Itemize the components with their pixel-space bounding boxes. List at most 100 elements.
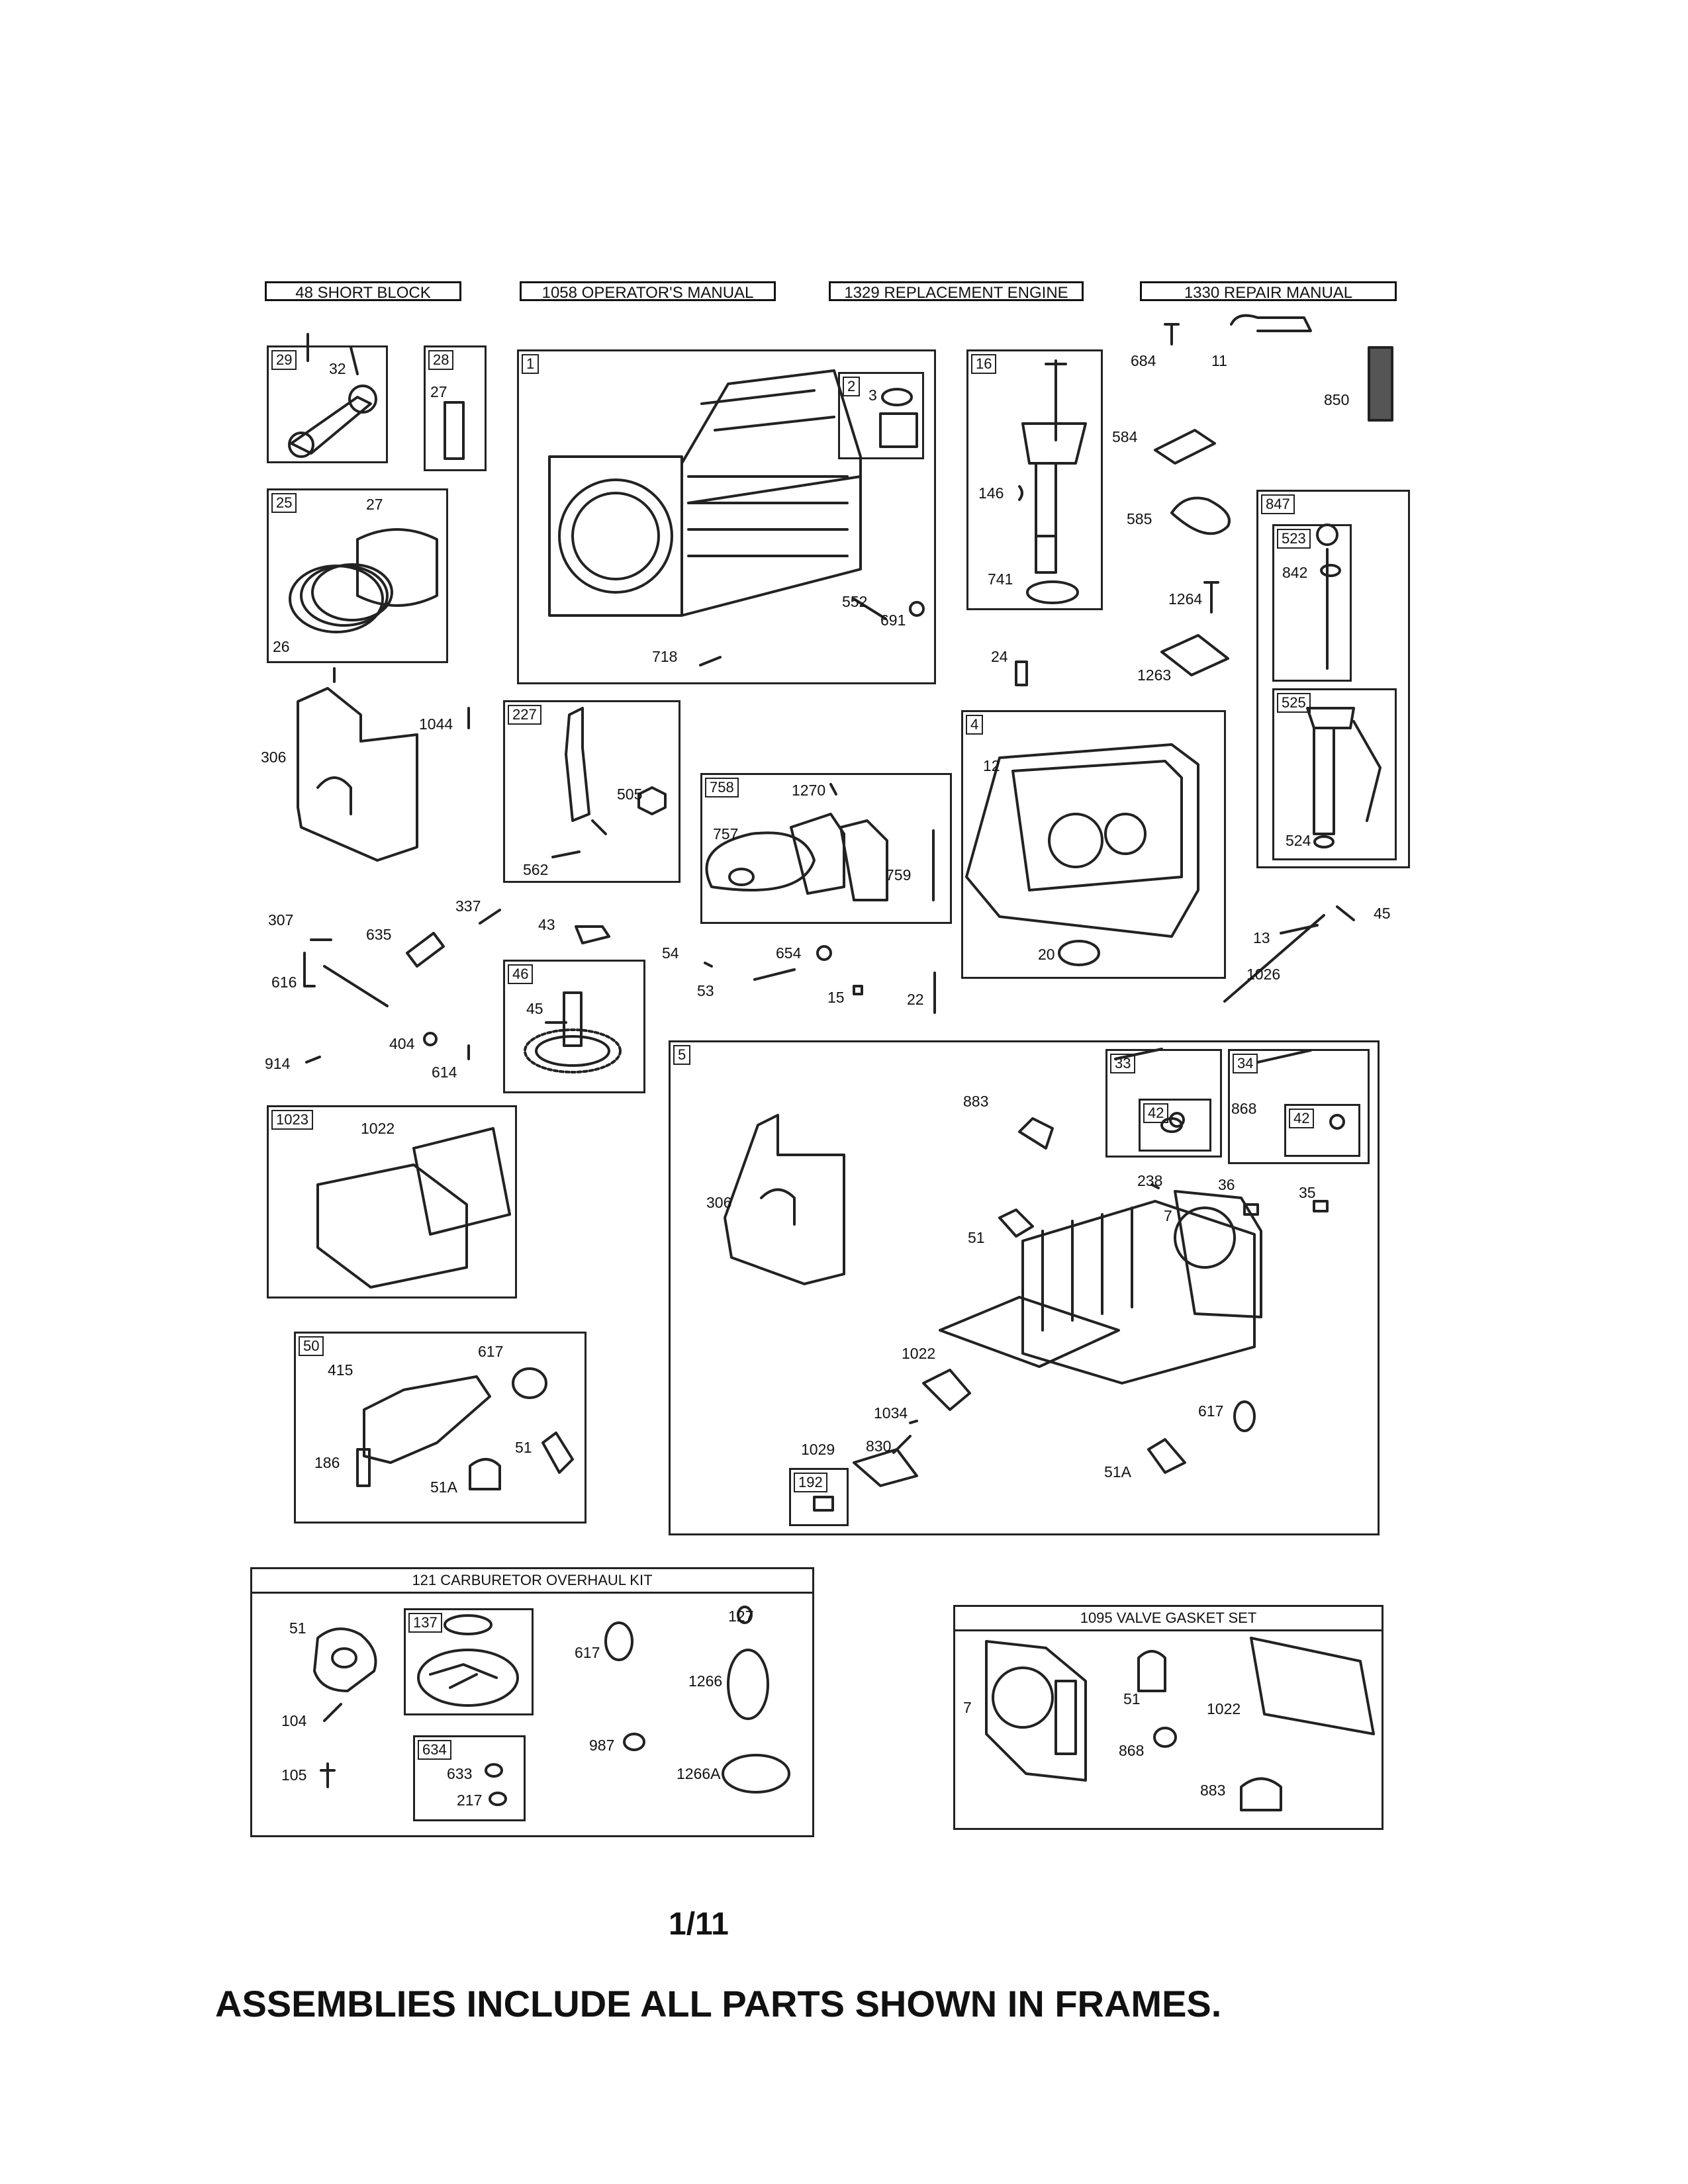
callout: 26 <box>273 638 290 655</box>
frame-tag: 16 <box>971 354 997 374</box>
callout: 617 <box>478 1343 504 1360</box>
frame-758-cam: 758 <box>700 773 952 924</box>
callout: 505 <box>617 786 643 803</box>
frame-tag: 29 <box>271 350 297 370</box>
frame-tag: 192 <box>794 1473 827 1492</box>
callout: 614 <box>432 1064 457 1081</box>
callout: 524 <box>1286 832 1311 849</box>
callout: 617 <box>575 1644 600 1661</box>
footer-note: ASSEMBLIES INCLUDE ALL PARTS SHOWN IN FR… <box>215 1983 1222 2025</box>
callout: 337 <box>455 897 481 915</box>
callout: 585 <box>1127 510 1152 527</box>
frame-tag: 34 <box>1233 1054 1258 1073</box>
frame-tag: 634 <box>418 1740 451 1760</box>
callout: 186 <box>314 1454 340 1471</box>
header-repair-manual: 1330 REPAIR MANUAL <box>1140 281 1397 302</box>
callout: 53 <box>697 982 714 999</box>
frame-4-sump: 4 <box>961 710 1226 979</box>
callout: 12 <box>983 757 1000 774</box>
callout: 883 <box>1200 1782 1226 1799</box>
callout: 27 <box>430 383 447 400</box>
frame-227-governor-lever: 227 <box>503 700 680 883</box>
frame-523-dipstick: 523 <box>1272 524 1352 682</box>
callout: 45 <box>1374 905 1391 922</box>
callout: 11 <box>1211 352 1227 369</box>
kit-valve-gasket-set: 1095 VALVE GASKET SET <box>953 1605 1383 1830</box>
callout: 1022 <box>361 1120 395 1137</box>
callout: 238 <box>1137 1172 1163 1189</box>
callout: 1022 <box>902 1345 936 1362</box>
callout: 404 <box>389 1035 415 1052</box>
frame-tag: 523 <box>1277 529 1311 549</box>
frame-2-bushing: 2 <box>838 372 924 459</box>
header-short-block: 48 SHORT BLOCK <box>265 281 461 302</box>
frame-1023-rocker-cover: 1023 <box>267 1105 517 1298</box>
callout: 1263 <box>1137 666 1172 684</box>
callout: 51 <box>289 1619 306 1637</box>
page-number: 1/11 <box>669 1907 729 1942</box>
callout: 757 <box>713 825 739 842</box>
frame-tag: 33 <box>1110 1054 1136 1073</box>
frame-tag: 42 <box>1289 1109 1315 1128</box>
callout: 584 <box>1112 428 1138 445</box>
callout: 868 <box>1119 1742 1145 1759</box>
callout: 1022 <box>1207 1700 1241 1717</box>
callout: 146 <box>978 484 1004 502</box>
callout: 217 <box>457 1792 483 1809</box>
frame-tag: 227 <box>508 705 541 725</box>
callout: 15 <box>827 989 845 1006</box>
frame-tag: 28 <box>428 350 454 370</box>
callout: 27 <box>366 496 383 513</box>
callout: 654 <box>776 944 802 962</box>
callout: 51 <box>968 1229 985 1246</box>
frame-46-governor-gear: 46 <box>503 960 645 1093</box>
callout: 51A <box>1104 1463 1131 1480</box>
frame-29-connecting-rod: 29 <box>267 345 388 463</box>
callout: 306 <box>706 1194 732 1211</box>
callout: 1266 <box>688 1672 723 1690</box>
header-operators-manual: 1058 OPERATOR'S MANUAL <box>520 281 776 302</box>
callout: 1266A <box>677 1765 721 1782</box>
callout: 20 <box>1038 946 1055 963</box>
frame-847-dipstick-tube: 847 <box>1256 490 1410 868</box>
callout: 617 <box>1198 1402 1224 1420</box>
callout: 306 <box>261 749 287 766</box>
callout: 1034 <box>874 1404 908 1422</box>
header-replacement-engine: 1329 REPLACEMENT ENGINE <box>829 281 1084 302</box>
callout: 691 <box>880 612 906 629</box>
frame-tag: 1 <box>522 354 539 374</box>
callout: 552 <box>842 593 868 610</box>
callout: 54 <box>662 944 679 962</box>
frame-5-cylinder-head: 5 <box>669 1040 1380 1535</box>
callout: 914 <box>265 1055 291 1072</box>
callout: 842 <box>1282 564 1308 581</box>
callout: 635 <box>366 926 392 943</box>
frame-tag: 2 <box>843 377 861 396</box>
callout: 415 <box>328 1361 353 1379</box>
frame-50-intake-manifold: 50 <box>294 1332 586 1524</box>
callout: 684 <box>1131 352 1156 369</box>
frame-634-float-kit: 634 <box>413 1735 526 1821</box>
frame-192-screw: 192 <box>789 1468 849 1526</box>
callout: 45 <box>526 1000 543 1017</box>
frame-tag: 1023 <box>271 1110 313 1130</box>
callout: 307 <box>268 911 294 929</box>
callout: 3 <box>868 387 877 404</box>
frame-33-intake-valve: 33 <box>1105 1049 1222 1158</box>
frame-137-gasket-set: 137 <box>404 1608 534 1715</box>
callout: 22 <box>907 991 924 1008</box>
frame-tag: 50 <box>299 1336 324 1356</box>
callout: 741 <box>988 570 1013 588</box>
frame-1-cylinder: 1 <box>517 349 936 684</box>
callout: 718 <box>652 648 678 665</box>
frame-25-piston: 25 <box>267 488 448 663</box>
callout: 13 <box>1253 929 1270 946</box>
callout: 850 <box>1324 391 1350 408</box>
frame-28-piston-pin: 28 <box>424 345 487 471</box>
frame-tag: 137 <box>408 1613 442 1633</box>
callout: 633 <box>447 1765 473 1782</box>
callout: 7 <box>963 1699 972 1716</box>
callout: 43 <box>538 916 555 933</box>
frame-tag: 25 <box>271 493 297 513</box>
